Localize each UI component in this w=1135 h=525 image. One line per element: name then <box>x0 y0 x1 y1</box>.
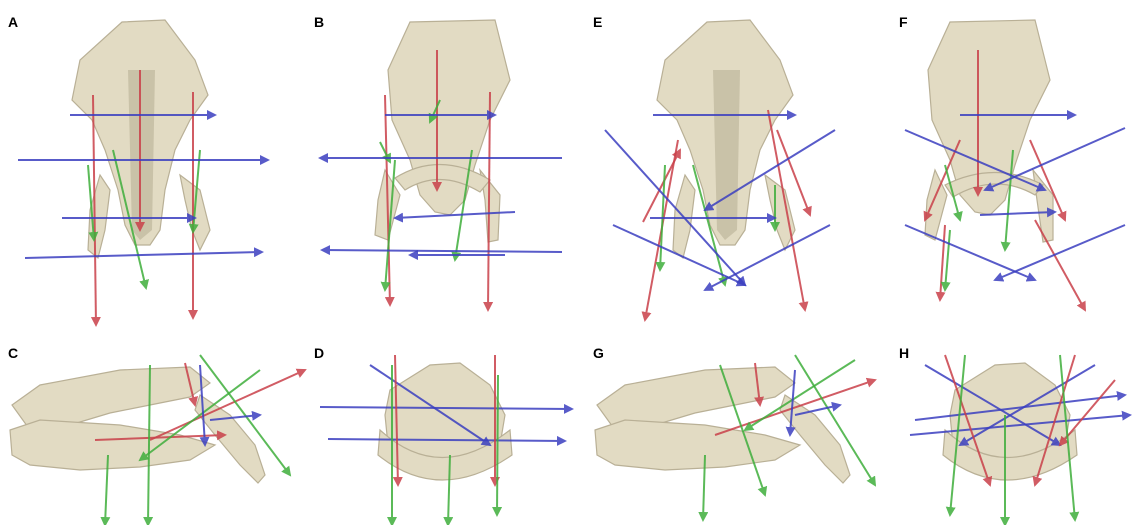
skull-lateral-view-c <box>0 335 300 525</box>
skull-dorsal-view-f <box>885 0 1135 335</box>
blue-axis-arrow <box>328 439 565 441</box>
panel-a: A <box>0 0 285 335</box>
skull-dorsal-view-e <box>585 0 870 335</box>
panel-e: E <box>585 0 870 335</box>
bone-element <box>595 420 800 470</box>
panel-g: G <box>585 335 885 525</box>
green-axis-arrow <box>497 375 498 515</box>
skull-lateral-view-g <box>585 335 885 525</box>
green-axis-arrow <box>945 230 950 290</box>
bone-shading <box>128 70 155 240</box>
blue-axis-arrow <box>995 225 1125 280</box>
skull-anterior-view-d <box>300 335 585 525</box>
panel-d: D <box>300 335 585 525</box>
red-axis-arrow <box>1035 220 1085 310</box>
panel-b: B <box>300 0 585 335</box>
skull-dorsal-view-b <box>300 0 585 335</box>
blue-axis-arrow <box>25 252 262 258</box>
skull-dorsal-view-a <box>0 0 285 335</box>
bone-element <box>1033 170 1053 242</box>
skull-anterior-view-h <box>885 335 1135 525</box>
blue-axis-arrow <box>320 407 572 409</box>
panel-h: H <box>885 335 1135 525</box>
bone-shading <box>713 70 740 240</box>
blue-axis-arrow <box>322 250 562 252</box>
bone-element <box>765 175 795 250</box>
panel-f: F <box>885 0 1135 335</box>
panel-c: C <box>0 335 300 525</box>
